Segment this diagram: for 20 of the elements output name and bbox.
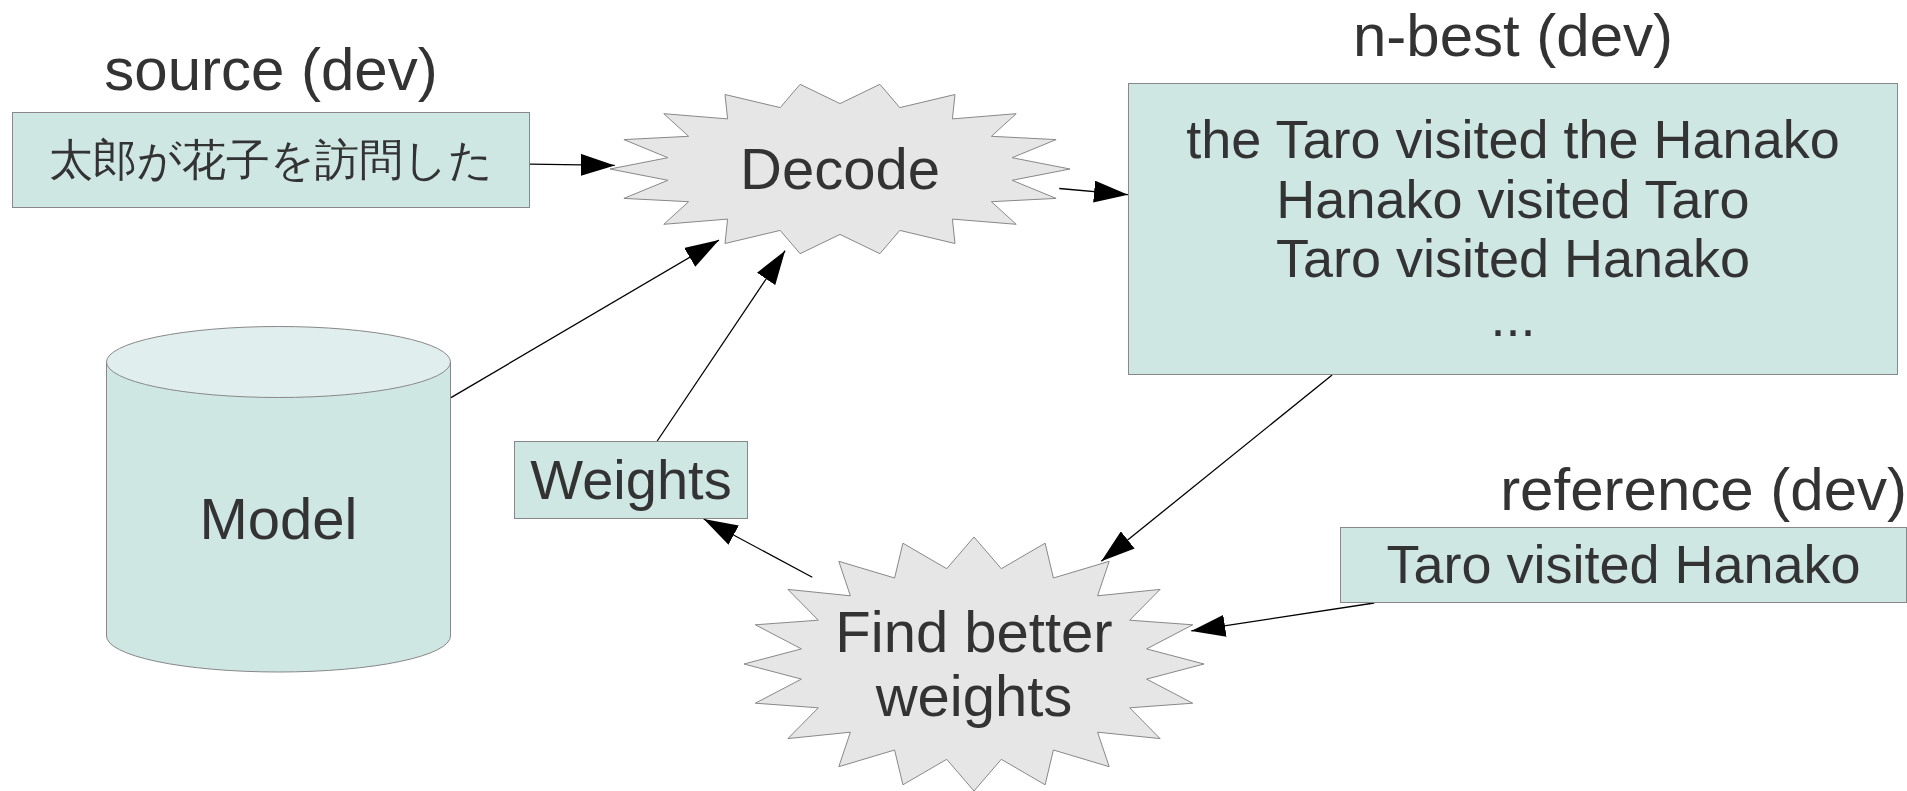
arrow [529, 154, 616, 177]
box-text: ... [1490, 288, 1536, 348]
weights-box [514, 441, 748, 519]
heading-label: source (dev) [103, 40, 439, 100]
box-text: Taro visited Hanako [1386, 535, 1861, 595]
shape-text: Model [198, 487, 359, 551]
box-text: Weights [530, 449, 732, 511]
box-text: Hanako visited Taro [1276, 169, 1750, 229]
arrow [1100, 374, 1333, 562]
heading-label: n-best (dev) [1351, 6, 1675, 66]
arrow [1190, 602, 1375, 639]
arrow [450, 239, 720, 399]
heading-label: reference (dev) [1499, 460, 1907, 520]
box-text: the Taro visited the Hanako [1186, 110, 1840, 170]
box-text: Taro visited Hanako [1275, 229, 1751, 289]
arrow [1058, 181, 1129, 204]
shape-text: Decode [739, 137, 941, 201]
arrow [656, 250, 786, 442]
box-text: 太郎が花子を訪問した [49, 135, 493, 185]
shape-text: Find better weights [834, 600, 1114, 728]
